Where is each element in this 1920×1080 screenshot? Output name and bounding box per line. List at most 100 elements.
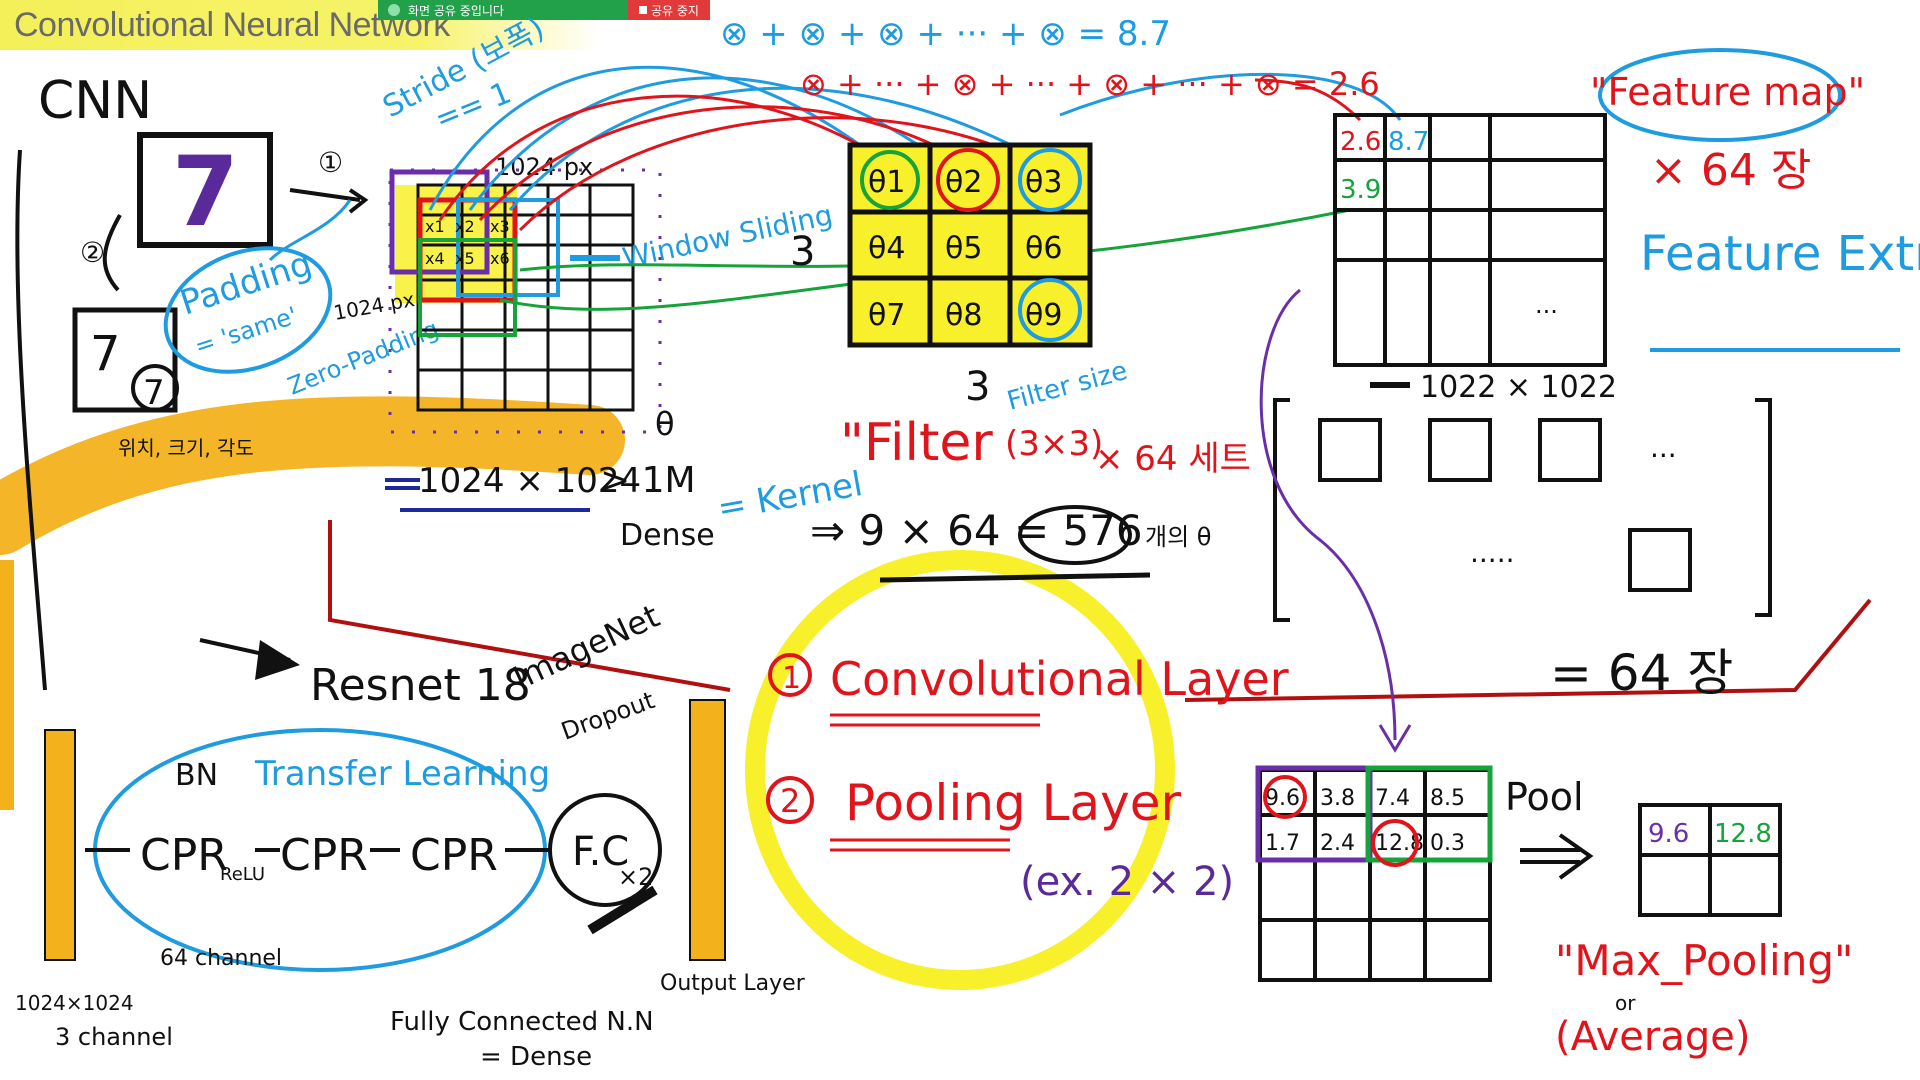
- cell-x3: x3: [490, 217, 510, 236]
- size-line: 1024 × 1024: [418, 461, 641, 501]
- feature-map-total: = 64 장: [1550, 644, 1733, 702]
- cell-x2: x2: [455, 217, 475, 236]
- cell-x6: x6: [490, 249, 510, 268]
- pool-cell-5: 1.7: [1265, 831, 1300, 856]
- params-ring: [1018, 505, 1132, 565]
- pool-cell-6: 2.4: [1320, 831, 1355, 856]
- pool-cell-4: 8.5: [1430, 786, 1465, 811]
- filter-count: × 64 세트: [1095, 439, 1251, 479]
- digit-box: [137, 132, 273, 248]
- dense-label: Dense: [620, 518, 715, 553]
- feature-map-ellipse: [1598, 48, 1842, 142]
- share-status-text: 화면 공유 중입니다: [408, 3, 504, 18]
- feature-map-count: × 64 장: [1650, 145, 1811, 196]
- fm-value-3: 3.9: [1340, 175, 1381, 205]
- yellow-layer-circle: [745, 550, 1175, 990]
- filter-params: ⇒ 9 × 64 = 576: [810, 506, 1143, 555]
- output-column: [689, 699, 726, 961]
- theta-3: θ3: [1025, 165, 1062, 200]
- conv-num: 1: [782, 661, 801, 696]
- pool-layer-label: Pooling Layer: [845, 774, 1182, 832]
- stack-dots-2: ·····: [1470, 544, 1515, 577]
- bn-label: BN: [175, 758, 218, 793]
- fc-dense: = Dense: [480, 1042, 592, 1072]
- fm-value-2: 8.7: [1388, 127, 1429, 157]
- filter-grid: [847, 142, 1093, 348]
- size-arrow: [385, 478, 420, 490]
- fm-dots: ···: [1535, 298, 1558, 326]
- padding-ellipse: [163, 246, 333, 374]
- window-green: [418, 238, 517, 337]
- pool-cell-8: 0.3: [1430, 831, 1465, 856]
- feature-map-title: "Feature map": [1590, 70, 1865, 114]
- padding-border: [388, 168, 662, 434]
- cell-x4: x4: [425, 249, 445, 268]
- input-size: 1024×1024: [15, 991, 134, 1015]
- input-channel: 3 channel: [55, 1023, 173, 1051]
- theta-8: θ8: [945, 298, 982, 333]
- cpr-3: CPR: [410, 830, 498, 881]
- purple-arrow: [1259, 288, 1397, 741]
- pool-max-ring-1: [1263, 775, 1307, 819]
- theta-9: θ9: [1025, 298, 1062, 333]
- fm-value-1: 2.6: [1340, 127, 1381, 157]
- channels-label: 64 channel: [160, 946, 282, 971]
- cell-x5: x5: [455, 249, 475, 268]
- pool-arrow: [1520, 833, 1594, 880]
- average-label: (Average): [1555, 1014, 1750, 1060]
- theta-symbol: θ: [655, 405, 675, 443]
- output-label: Output Layer: [660, 971, 806, 996]
- cnn-label: CNN: [38, 71, 152, 131]
- stride-arrow: [268, 199, 352, 262]
- stop-share-label: 공유 중지: [651, 3, 699, 18]
- stop-share-button[interactable]: 공유 중지: [628, 0, 710, 20]
- dropout-label: Dropout: [557, 686, 658, 746]
- px-left-label: 1024 px: [332, 287, 417, 325]
- theta-9-ring: [1018, 278, 1082, 342]
- small-digit-box: [72, 307, 178, 413]
- small-digit: 7: [90, 326, 121, 382]
- imagenet-label: ImageNet: [507, 597, 665, 698]
- conv-underline: [830, 713, 1040, 727]
- relu-label: ReLU: [220, 864, 265, 885]
- conv-layer-label: Convolutional Layer: [830, 652, 1289, 706]
- stack-dots: ···: [1650, 439, 1677, 472]
- arrow-step-1: [289, 188, 361, 202]
- connection-curves: [428, 65, 1402, 311]
- fully-connected: Fully Connected N.N: [390, 1007, 654, 1037]
- filter-dim-bottom: 3: [965, 364, 990, 410]
- gt-1m: > 1M: [600, 460, 696, 501]
- dropout-line: [587, 885, 658, 935]
- arrow-step-2: [102, 214, 122, 292]
- resnet-label: Resnet 18: [310, 660, 531, 711]
- pool-cell-3: 7.4: [1375, 786, 1410, 811]
- fc-times: ×2: [618, 863, 653, 891]
- step-1-label: ①: [318, 146, 343, 179]
- input-column: [44, 729, 76, 961]
- pool-num-ring: [766, 776, 814, 824]
- stack-map-3: [1538, 418, 1602, 482]
- position-note: 위치, 크기, 각도: [118, 436, 254, 460]
- filter-size-value: (3×3): [1005, 424, 1103, 464]
- filter-dim-left: 3: [790, 229, 815, 275]
- digit-7: 7: [172, 136, 239, 248]
- fc-circle: [548, 793, 662, 907]
- pool-example: (ex. 2 × 2): [1020, 859, 1234, 905]
- purple-arrow-head: [1378, 724, 1412, 753]
- window-purple: [389, 169, 490, 275]
- pool-label: Pool: [1505, 775, 1584, 819]
- circled-digit-ring: [131, 364, 179, 412]
- stack-left-bracket: [1273, 398, 1290, 622]
- orange-highlight-stroke: [0, 396, 625, 555]
- pool-window-green: [1365, 765, 1493, 863]
- left-long-arrow: [15, 149, 47, 691]
- theta-5: θ5: [945, 231, 982, 266]
- stack-map-2: [1428, 418, 1492, 482]
- theta-6: θ6: [1025, 231, 1062, 266]
- pool-max-ring-2: [1371, 819, 1419, 867]
- filter-size-label: Filter size: [1004, 356, 1131, 417]
- transfer-label: Transfer Learning: [254, 754, 550, 794]
- max-pooling-label: "Max_Pooling": [1555, 936, 1853, 985]
- stack-right-bracket: [1755, 398, 1772, 617]
